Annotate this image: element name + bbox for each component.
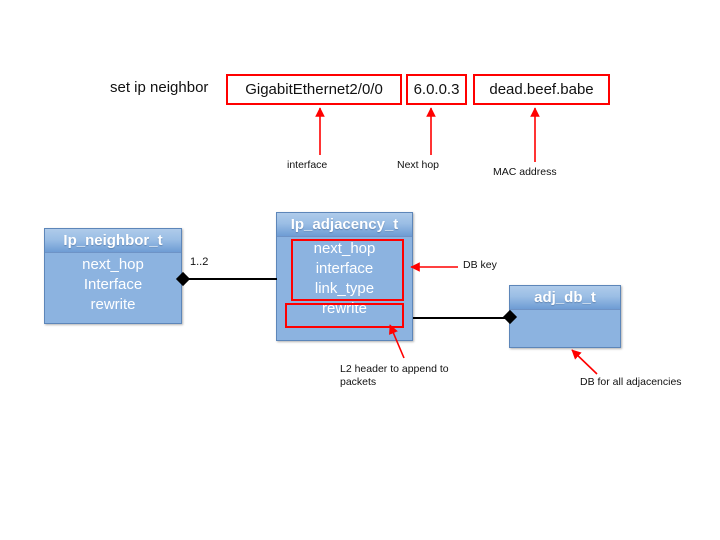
class-title-adj-db: adj_db_t <box>510 286 620 310</box>
attribute-row: interface <box>315 260 374 277</box>
annotation-db-key: DB key <box>463 259 497 271</box>
attribute-row: rewrite <box>90 296 136 313</box>
class-title-ip-adjacency: Ip_adjacency_t <box>277 213 412 237</box>
attribute-row: next_hop <box>313 240 376 257</box>
annotation-interface: interface <box>287 159 328 171</box>
command-field-next-hop: 6.0.0.3 <box>406 74 467 105</box>
class-title-ip-neighbor: Ip_neighbor_t <box>45 229 181 253</box>
class-box-adj-db: adj_db_t <box>509 285 621 348</box>
annotation-db-for-all-adjacencies: DB for all adjacencies <box>580 376 682 388</box>
annotation-l2-header: L2 header to append to packets <box>340 363 480 389</box>
command-field-mac-value: dead.beef.babe <box>489 81 594 98</box>
connector-neighbor-adjacency <box>182 278 277 280</box>
class-attributes-adj-db <box>510 310 620 312</box>
class-box-ip-neighbor: Ip_neighbor_t next_hop Interface rewrite <box>44 228 182 324</box>
command-field-next-hop-value: 6.0.0.3 <box>413 81 460 98</box>
annotation-next-hop: Next hop <box>397 159 440 171</box>
connector-adjacency-adjdb <box>413 317 510 319</box>
class-attributes-ip-neighbor: next_hop Interface rewrite <box>45 253 181 315</box>
annotation-l2-header-line1: L2 header to append to <box>340 363 449 375</box>
command-field-interface: GigabitEthernet2/0/0 <box>226 74 402 105</box>
class-box-ip-adjacency: Ip_adjacency_t next_hop interface link_t… <box>276 212 413 341</box>
highlight-db-key-fields <box>291 239 404 301</box>
highlight-rewrite-field <box>285 303 404 328</box>
attribute-row: link_type <box>314 280 375 297</box>
annotation-mac-address: MAC address <box>493 166 557 178</box>
command-field-mac: dead.beef.babe <box>473 74 610 105</box>
multiplicity-label: 1..2 <box>190 256 209 268</box>
command-field-interface-value: GigabitEthernet2/0/0 <box>245 81 383 98</box>
attribute-row: Interface <box>83 276 143 293</box>
arrow-db-for-all <box>571 349 598 375</box>
annotation-l2-header-line2: packets <box>340 376 377 388</box>
attribute-row: next_hop <box>82 256 144 273</box>
command-label: set ip neighbor <box>110 79 209 96</box>
